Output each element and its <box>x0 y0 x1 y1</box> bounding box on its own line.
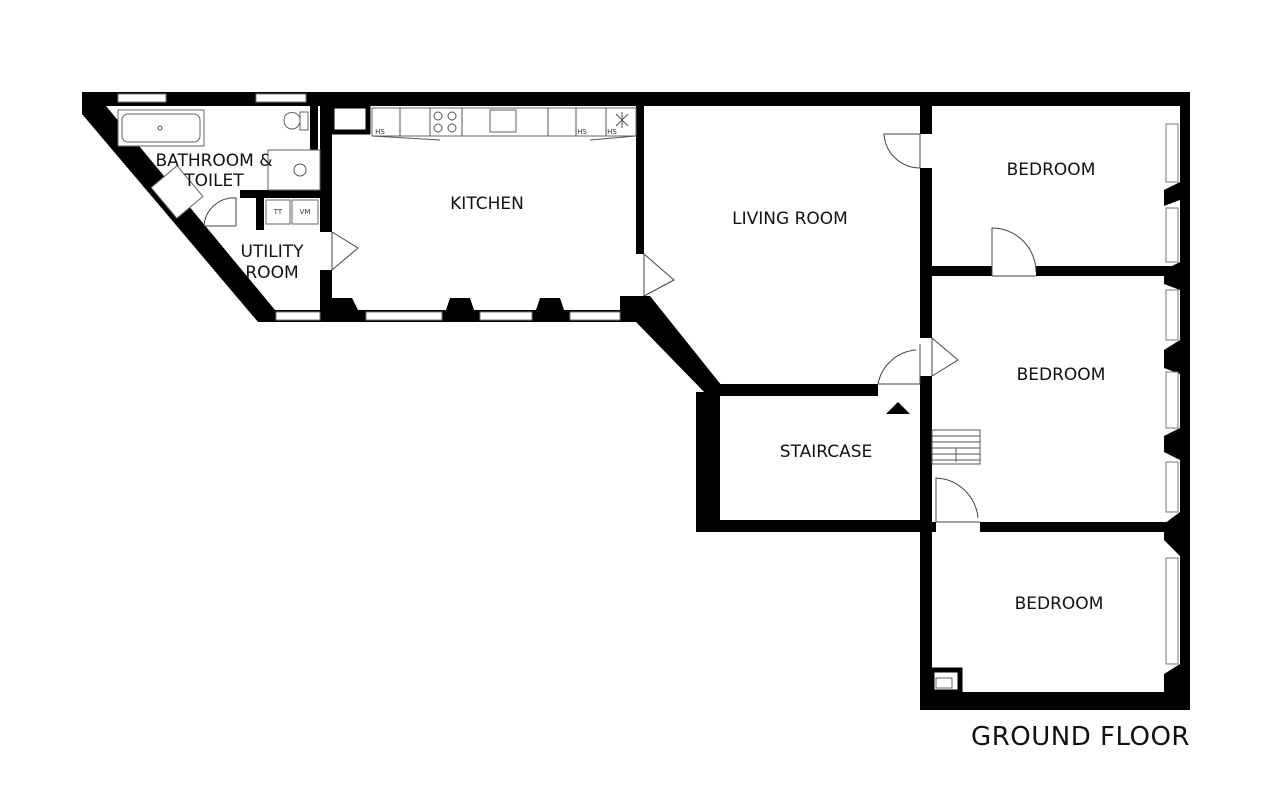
tumble-dryer-label: TT <box>273 208 283 216</box>
kitchen-counter: HS HS HS <box>371 107 637 141</box>
room-label-staircase: STAIRCASE <box>780 442 873 462</box>
kitchen-hs-label-3: HS <box>607 128 617 136</box>
room-label-bedroom-1: BEDROOM <box>1007 160 1096 180</box>
room-labels: BATHROOM & TOILET UTILITY ROOM KITCHEN L… <box>155 151 1105 614</box>
floor-title: GROUND FLOOR <box>971 722 1190 752</box>
room-label-bedroom-3: BEDROOM <box>1015 594 1104 614</box>
room-label-bathroom-line-2: TOILET <box>183 171 244 191</box>
room-label-living-room: LIVING ROOM <box>732 209 848 229</box>
bathroom-fixtures <box>117 109 321 219</box>
room-label-bathroom-line-1: BATHROOM & <box>155 151 272 171</box>
room-label-kitchen: KITCHEN <box>450 194 524 214</box>
entrance-arrow-icon <box>886 402 910 414</box>
windows <box>117 93 1179 665</box>
doors <box>203 133 1037 523</box>
room-label-utility-line-2: ROOM <box>245 263 298 283</box>
interior-walls <box>240 103 1180 695</box>
washbasin <box>150 165 204 219</box>
utility-appliances: TT VM <box>265 199 319 225</box>
kitchen-hs-label-2: HS <box>577 128 587 136</box>
toilet <box>283 112 301 130</box>
room-label-utility-line-1: UTILITY <box>240 242 304 262</box>
stairs <box>931 429 981 465</box>
washing-machine-label: VM <box>300 208 311 216</box>
room-label-bedroom-2: BEDROOM <box>1017 365 1106 385</box>
kitchen-hs-label-1: HS <box>375 128 385 136</box>
